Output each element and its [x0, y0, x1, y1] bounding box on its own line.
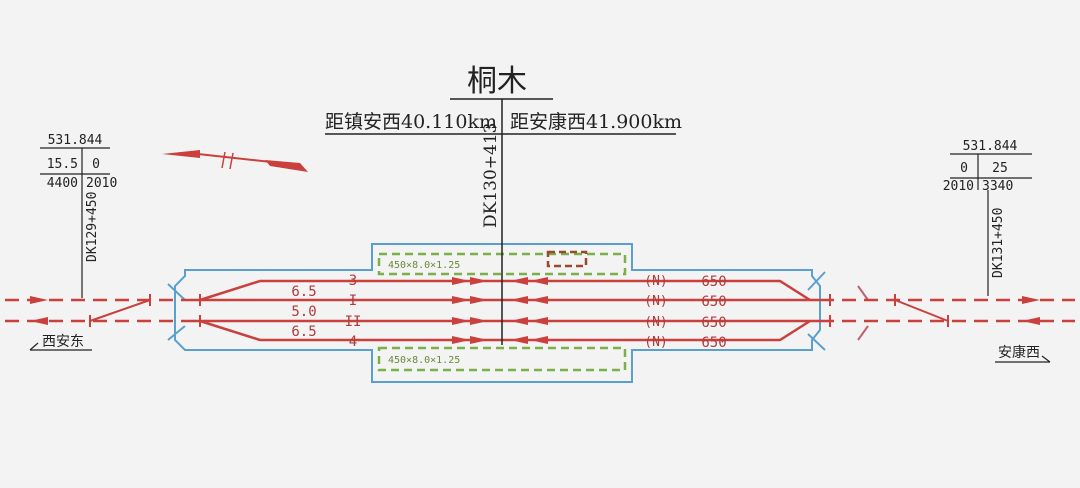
left-profile-table: 531.844 15.5 0 4400 2010 DK129+450: [40, 133, 117, 298]
track-I-mark: (N): [644, 294, 667, 309]
spacing-II-4: 6.5: [291, 324, 316, 340]
left-direction-tick: [29, 342, 39, 351]
track-arrows-left: [510, 277, 548, 344]
crossover-right: [894, 299, 949, 322]
station-building-box: [546, 250, 588, 268]
direction-arrow-icon: [162, 150, 308, 172]
spacing-3-I: 6.5: [291, 284, 316, 300]
left-direction-label: 西安东: [42, 334, 84, 350]
track-I-length: 650: [701, 294, 726, 310]
arrow-left-icon: [1022, 317, 1040, 325]
track-4-id: 4: [349, 334, 357, 350]
bridge-mark-right-b: [857, 325, 869, 341]
bridge-mark-right: [857, 285, 869, 301]
right-elevation: 531.844: [963, 139, 1018, 154]
left-grade-b: 0: [92, 157, 100, 172]
right-grade-b: 25: [992, 161, 1008, 176]
left-grade-a: 15.5: [47, 157, 78, 172]
left-len-b: 2010: [86, 176, 117, 191]
right-direction-label: 安康西: [998, 344, 1040, 361]
station-end-mark-right-top: [807, 271, 826, 291]
arrow-right-icon: [1022, 296, 1040, 304]
arrow-left-icon: [30, 317, 48, 325]
station-end-mark-right-bottom: [807, 333, 826, 351]
station-end-mark-left-top: [167, 283, 186, 301]
spacing-I-II: 5.0: [291, 304, 316, 320]
track-II-id: II: [345, 314, 362, 330]
track-4-mark: (N): [644, 335, 667, 350]
center-mileage: DK130+413: [481, 123, 501, 228]
left-len-a: 4400: [47, 176, 78, 191]
platform-lower-label: 450×8.0×1.25: [388, 355, 460, 366]
right-len-b: 3340: [982, 179, 1013, 194]
track-I-id: I: [349, 293, 357, 309]
arrow-right-icon: [30, 296, 48, 304]
track-3-mark: (N): [644, 274, 667, 289]
track-arrows-right: [452, 277, 488, 344]
left-elevation: 531.844: [48, 133, 103, 148]
distance-right: 距安康西41.900km: [510, 111, 682, 133]
right-profile-table: 531.844 0 25 2010 3340 DK131+450: [943, 139, 1032, 296]
platform-lower: [377, 346, 627, 372]
track-3-length: 650: [701, 274, 726, 290]
left-mileage: DK129+450: [85, 192, 100, 262]
station-name: 桐木: [467, 64, 527, 99]
platform-upper-label: 450×8.0×1.25: [388, 260, 460, 271]
right-direction-tick: [1041, 355, 1051, 363]
station-end-mark-left-bottom: [167, 325, 186, 341]
track-II-length: 650: [701, 315, 726, 331]
station-outline: [174, 243, 821, 383]
right-grade-a: 0: [960, 161, 968, 176]
track-3-id: 3: [349, 273, 357, 289]
track-4-length: 650: [701, 335, 726, 351]
track-II-mark: (N): [644, 315, 667, 330]
distance-left: 距镇安西40.110km: [325, 111, 497, 133]
crossover-left: [89, 299, 151, 322]
right-len-a: 2010: [943, 179, 974, 194]
right-mileage: DK131+450: [991, 208, 1006, 278]
